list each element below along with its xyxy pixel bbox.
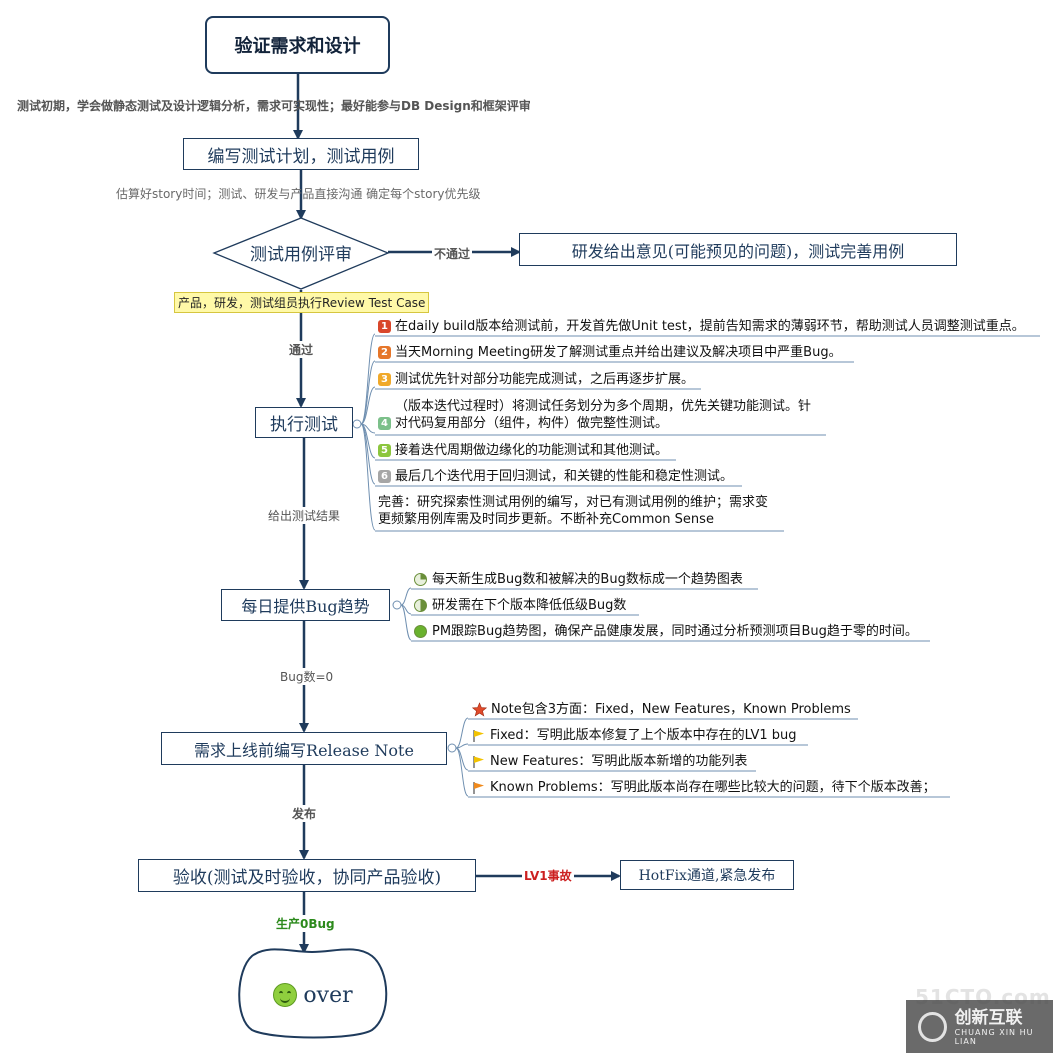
start-node[interactable]: 验证需求和设计 bbox=[205, 16, 390, 74]
number-4-icon: 4 bbox=[378, 416, 391, 430]
progress-100-icon bbox=[414, 625, 427, 638]
review-highlight-note: 产品，研发，测试组员执行Review Test Case bbox=[174, 292, 430, 313]
release-branch-lines bbox=[447, 717, 950, 798]
flag-yellow-icon bbox=[473, 729, 484, 742]
publish-label: 发布 bbox=[292, 805, 317, 822]
release-item-4: Known Problems：写明此版本尚存在哪些比较大的问题，待下个版本改善； bbox=[472, 779, 936, 796]
bug-item-3: PM跟踪Bug趋势图，确保产品健康发展，同时通过分析预测项目Bug趋于零的时间。 bbox=[414, 623, 918, 640]
pass-label: 通过 bbox=[289, 341, 314, 358]
lv1-label: LV1事故 bbox=[522, 867, 574, 884]
prod-zero-label: 生产0Bug bbox=[276, 915, 335, 932]
number-6-icon: 6 bbox=[378, 470, 391, 483]
over-label: over bbox=[303, 982, 353, 1008]
daily-bug-node[interactable]: 每日提供Bug趋势 bbox=[221, 589, 390, 621]
bug-item-1: 每天新生成Bug数和被解决的Bug数标成一个趋势图表 bbox=[414, 571, 743, 588]
smiley-icon bbox=[273, 983, 298, 1007]
over-shape bbox=[238, 948, 388, 1039]
execute-branch-lines bbox=[352, 333, 1040, 532]
brand-subtitle: CHUANG XIN HU LIAN bbox=[954, 1027, 1034, 1046]
plan-note: 估算好story时间；测试、研发与产品直接沟通 确定每个story优先级 bbox=[116, 187, 481, 201]
review-node-label[interactable]: 测试用例评审 bbox=[250, 245, 352, 265]
execute-node[interactable]: 执行测试 bbox=[255, 407, 353, 438]
star-icon bbox=[472, 702, 487, 717]
release-item-3: New Features：写明此版本新增的功能列表 bbox=[472, 753, 747, 770]
over-node[interactable]: over bbox=[258, 978, 368, 1012]
not-pass-label: 不通过 bbox=[432, 245, 473, 262]
brand-logo-icon bbox=[918, 1011, 947, 1042]
start-note: 测试初期，学会做静态测试及设计逻辑分析，需求可实现性；最好能参与DB Desig… bbox=[17, 99, 531, 113]
brand-name: 创新互联 bbox=[954, 1007, 1023, 1028]
reject-result-node[interactable]: 研发给出意见(可能预见的问题)，测试完善用例 bbox=[519, 233, 957, 266]
execute-item-4: 4（版本迭代过程时）将测试任务划分为多个周期，优先关键功能测试。针对代码复用部分… bbox=[378, 398, 811, 432]
number-1-icon: 1 bbox=[378, 320, 391, 333]
number-3-icon: 3 bbox=[378, 373, 391, 386]
flag-yellow-icon bbox=[473, 755, 484, 768]
bug-zero-label: Bug数=0 bbox=[280, 668, 334, 685]
bug-branch-lines bbox=[392, 587, 930, 642]
flag-orange-icon bbox=[473, 781, 484, 794]
release-item-2: Fixed：写明此版本修复了上个版本中存在的LV1 bug bbox=[472, 727, 797, 744]
review-diamond-shape bbox=[212, 217, 390, 290]
progress-50-icon bbox=[414, 599, 427, 612]
release-item-1: Note包含3方面：Fixed，New Features，Known Probl… bbox=[472, 701, 851, 718]
progress-25-icon bbox=[414, 573, 427, 586]
bug-item-2: 研发需在下个版本降低低级Bug数 bbox=[414, 597, 626, 614]
number-5-icon: 5 bbox=[378, 444, 391, 457]
accept-node[interactable]: 验收(测试及时验收，协同产品验收) bbox=[138, 859, 476, 892]
brand-watermark: 创新互联 CHUANG XIN HU LIAN bbox=[906, 1000, 1053, 1053]
number-2-icon: 2 bbox=[378, 346, 391, 359]
release-note-node[interactable]: 需求上线前编写Release Note bbox=[161, 732, 447, 765]
execute-extra-item: 完善：研究探索性测试用例的编写，对已有测试用例的维护；需求变更频繁用例库需及时同… bbox=[378, 495, 769, 527]
hotfix-node[interactable]: HotFix通道,紧急发布 bbox=[620, 860, 794, 890]
give-result-label: 给出测试结果 bbox=[268, 507, 341, 524]
plan-node[interactable]: 编写测试计划，测试用例 bbox=[183, 138, 419, 170]
